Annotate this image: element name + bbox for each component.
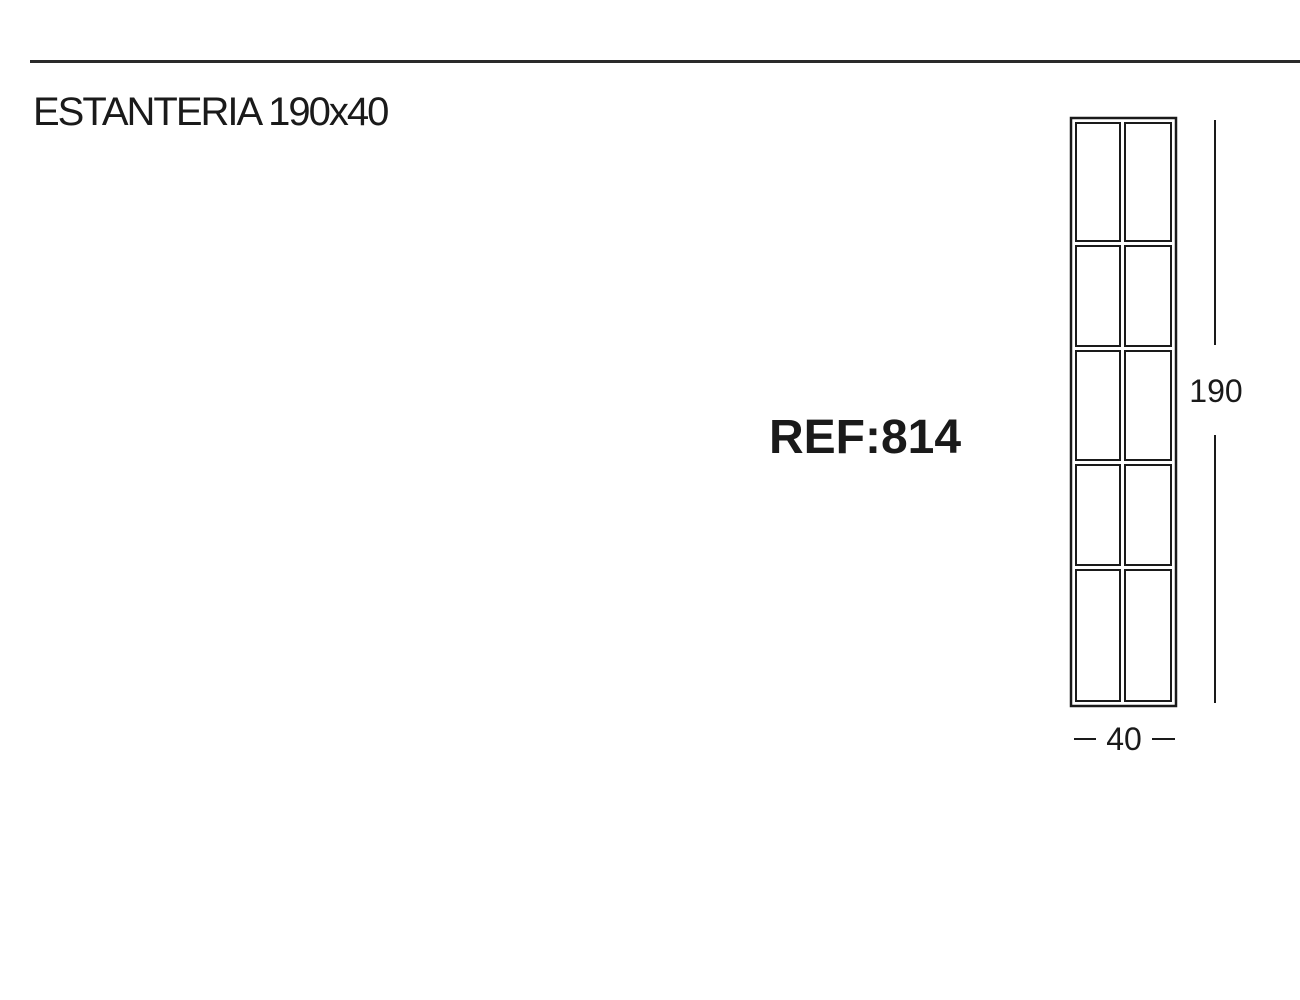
shelf-outer-frame xyxy=(1069,116,1178,708)
shelf-compartment-r4-c1 xyxy=(1075,464,1121,566)
height-dimension-label: 190 xyxy=(1189,373,1242,409)
shelf-compartment-r1-c1 xyxy=(1075,122,1121,242)
shelf-compartment-r2-c2 xyxy=(1124,245,1172,347)
reference-code: REF:814 xyxy=(769,411,962,464)
shelf-compartment-r1-c2 xyxy=(1124,122,1172,242)
header-divider xyxy=(30,60,1300,63)
shelf-compartment-r4-c2 xyxy=(1124,464,1172,566)
shelf-compartments xyxy=(1075,122,1172,702)
shelf-compartment-r5-c1 xyxy=(1075,569,1121,702)
shelf-compartment-r5-c2 xyxy=(1124,569,1172,702)
shelf-compartment-r2-c1 xyxy=(1075,245,1121,347)
width-dimension-label: 40 xyxy=(1106,721,1142,757)
shelf-compartment-r3-c1 xyxy=(1075,350,1121,461)
shelf-compartment-r3-c2 xyxy=(1124,350,1172,461)
page-title: ESTANTERIA 190x40 xyxy=(33,90,389,134)
